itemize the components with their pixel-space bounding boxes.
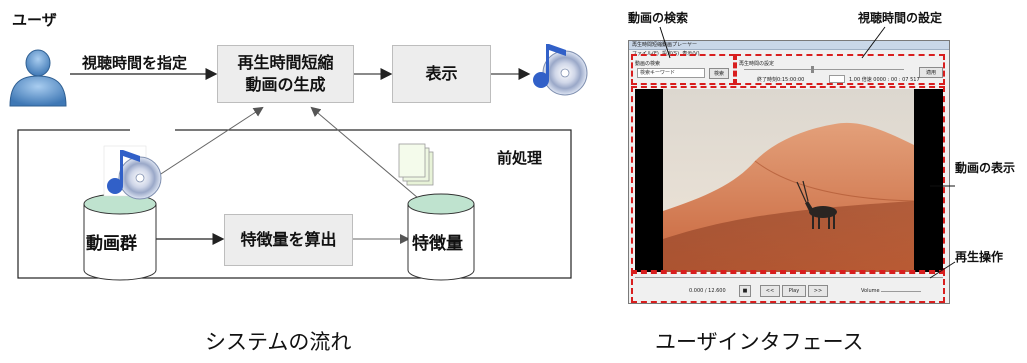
speed-input[interactable] (829, 75, 845, 83)
display-highlight (631, 86, 945, 274)
video-area[interactable] (635, 89, 943, 272)
documents-icon (398, 143, 434, 186)
time-readout: 0.000 / 12.600 (689, 288, 726, 294)
ui-caption: ユーザインタフェース (655, 330, 864, 354)
search-highlight (631, 54, 735, 85)
callout-settime: 視聴時間の設定 (858, 11, 943, 25)
speed-text: 1.00 倍速 0000 : 00 : 07 517 (849, 77, 920, 83)
user-icon (9, 49, 67, 107)
search-button[interactable]: 検索 (709, 68, 729, 79)
volume-label: Volume (861, 288, 880, 294)
feature-label: 特徴量 (412, 234, 463, 254)
specify-time-label: 視聴時間を指定 (82, 54, 188, 72)
prev-button[interactable]: << (760, 285, 780, 297)
flow-caption: システムの流れ (205, 330, 352, 354)
oryx-figure (796, 180, 837, 229)
window-titlebar: 再生時間短縮動画プレーヤー (629, 41, 949, 50)
callout-playback: 再生操作 (955, 250, 1004, 264)
time-slider-track[interactable] (744, 69, 904, 70)
video-group-label: 動画群 (86, 234, 137, 254)
callout-lines (659, 26, 956, 279)
search-input[interactable]: 検索キーワード (637, 68, 705, 78)
compute-feature-box: 特徴量を算出 (224, 214, 353, 266)
display-box: 表示 (392, 45, 491, 103)
volume-slider[interactable] (881, 291, 921, 292)
media-disc-icon (103, 145, 162, 200)
output-media-disc-icon (533, 44, 588, 96)
next-button[interactable]: >> (808, 285, 828, 297)
preprocess-label: 前処理 (497, 149, 543, 167)
callout-search: 動画の検索 (628, 11, 689, 25)
playback-highlight (631, 270, 945, 303)
generate-video-box: 再生時間短縮 動画の生成 (217, 45, 354, 103)
settime-group-title: 再生時間の設定 (739, 61, 775, 67)
time-slider-thumb[interactable] (811, 66, 814, 73)
video-frame (663, 89, 915, 272)
stop-button[interactable]: ■ (739, 285, 751, 297)
apply-button[interactable]: 適用 (919, 67, 943, 78)
user-label: ユーザ (12, 11, 57, 29)
feature-cylinder (407, 193, 475, 281)
play-button[interactable]: Play (782, 285, 806, 297)
settime-highlight (735, 54, 945, 85)
seek-bar[interactable] (635, 277, 943, 278)
callout-display: 動画の表示 (955, 161, 1016, 175)
search-group-title: 動画の検索 (635, 61, 661, 67)
end-time-text: 終了時刻0:15:00:00 (757, 77, 805, 83)
